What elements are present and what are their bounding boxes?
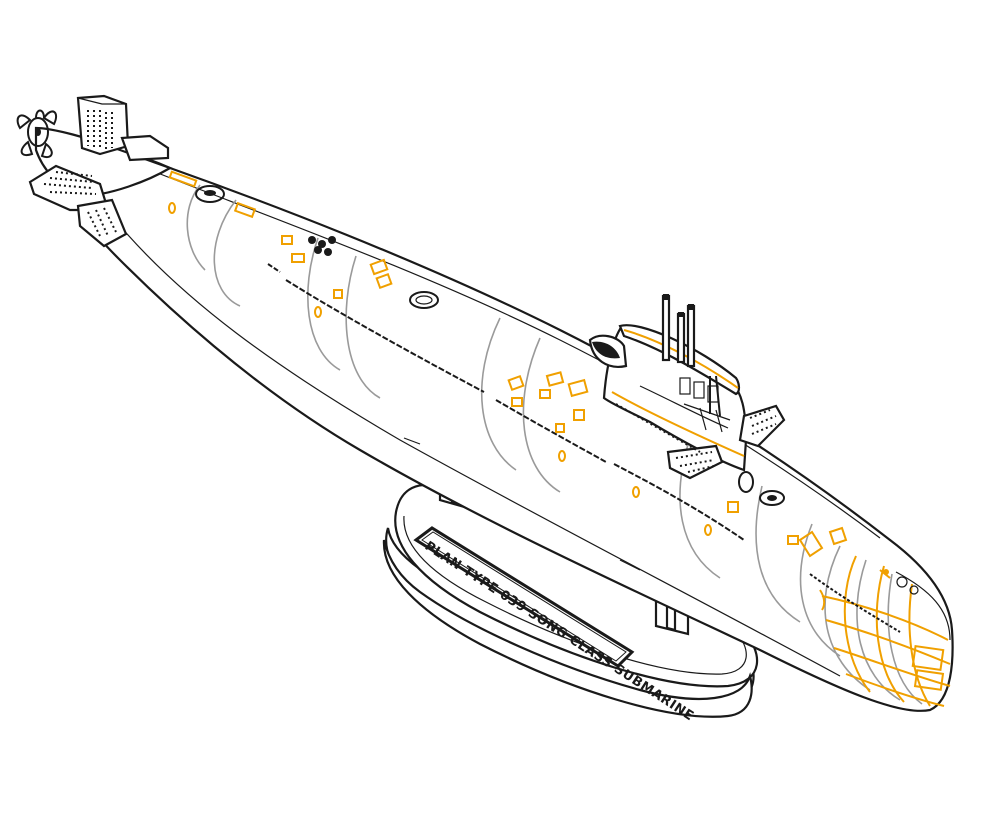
- hull-ring-11: [856, 559, 901, 701]
- sail-bridge-windows: [679, 375, 731, 433]
- bow-plane-grid: [675, 451, 715, 473]
- propeller-icon: [16, 109, 58, 158]
- hull-photo-etch: [147, 166, 891, 579]
- stern-assembly: [16, 94, 173, 248]
- submarine-hull: [46, 144, 954, 712]
- upper-rudder: [76, 94, 130, 156]
- limber-holes-aft-short: [267, 263, 281, 273]
- hull-ring-2: [213, 199, 241, 307]
- bow-fitting: [896, 576, 908, 588]
- sail-flood-holes: [615, 403, 701, 453]
- lower-keel-line: [109, 213, 841, 677]
- keel-strake-2: [619, 559, 641, 571]
- upper-rudder-top: [77, 97, 126, 105]
- sail-plane-right: [738, 404, 786, 448]
- conning-tower-icon: [588, 294, 786, 480]
- limber-holes-aft: [285, 279, 485, 393]
- keel-strake: [403, 437, 421, 445]
- limber-holes-fwd: [613, 463, 745, 541]
- hull-ring-5: [480, 317, 517, 471]
- deck-hatch-aft: [195, 185, 225, 203]
- bow-plane: [666, 444, 724, 480]
- limber-holes-mid: [495, 399, 607, 463]
- deck-hatch-fwd-2: [738, 471, 754, 493]
- lower-rudder: [76, 198, 128, 248]
- upper-rudder-grid: [87, 110, 113, 150]
- sail-base-trim: [611, 391, 745, 457]
- hull-ring-8: [755, 485, 801, 623]
- hull-body: [46, 144, 954, 712]
- stand-front-face: [382, 539, 753, 718]
- hull-ring-9: [799, 523, 841, 657]
- plaque-inner: [421, 531, 627, 662]
- stern-plane-grid: [43, 171, 97, 195]
- bow-photo-etch: [798, 526, 951, 707]
- bow-vent-row: [809, 573, 901, 633]
- hull-ring-1: [186, 184, 206, 271]
- sail-rail: [639, 385, 729, 429]
- hull-ring-12: [887, 573, 923, 705]
- hull-ring-4: [345, 255, 381, 399]
- sail-plane-left-blade: [592, 341, 620, 359]
- sail-plane-right-grid: [749, 409, 777, 435]
- bow-nose-line: [895, 571, 951, 641]
- hull-ring-3: [307, 237, 341, 371]
- plaque-border: [413, 526, 635, 668]
- deck-vent-dots: [308, 236, 336, 256]
- stern-plane-right: [120, 134, 170, 162]
- deck-hatch-mid: [409, 291, 439, 309]
- bow-fitting-2: [909, 585, 919, 595]
- deck-hatch-fwd: [759, 490, 785, 506]
- periscope-masts: [661, 294, 696, 368]
- hull-ring-6: [522, 337, 561, 493]
